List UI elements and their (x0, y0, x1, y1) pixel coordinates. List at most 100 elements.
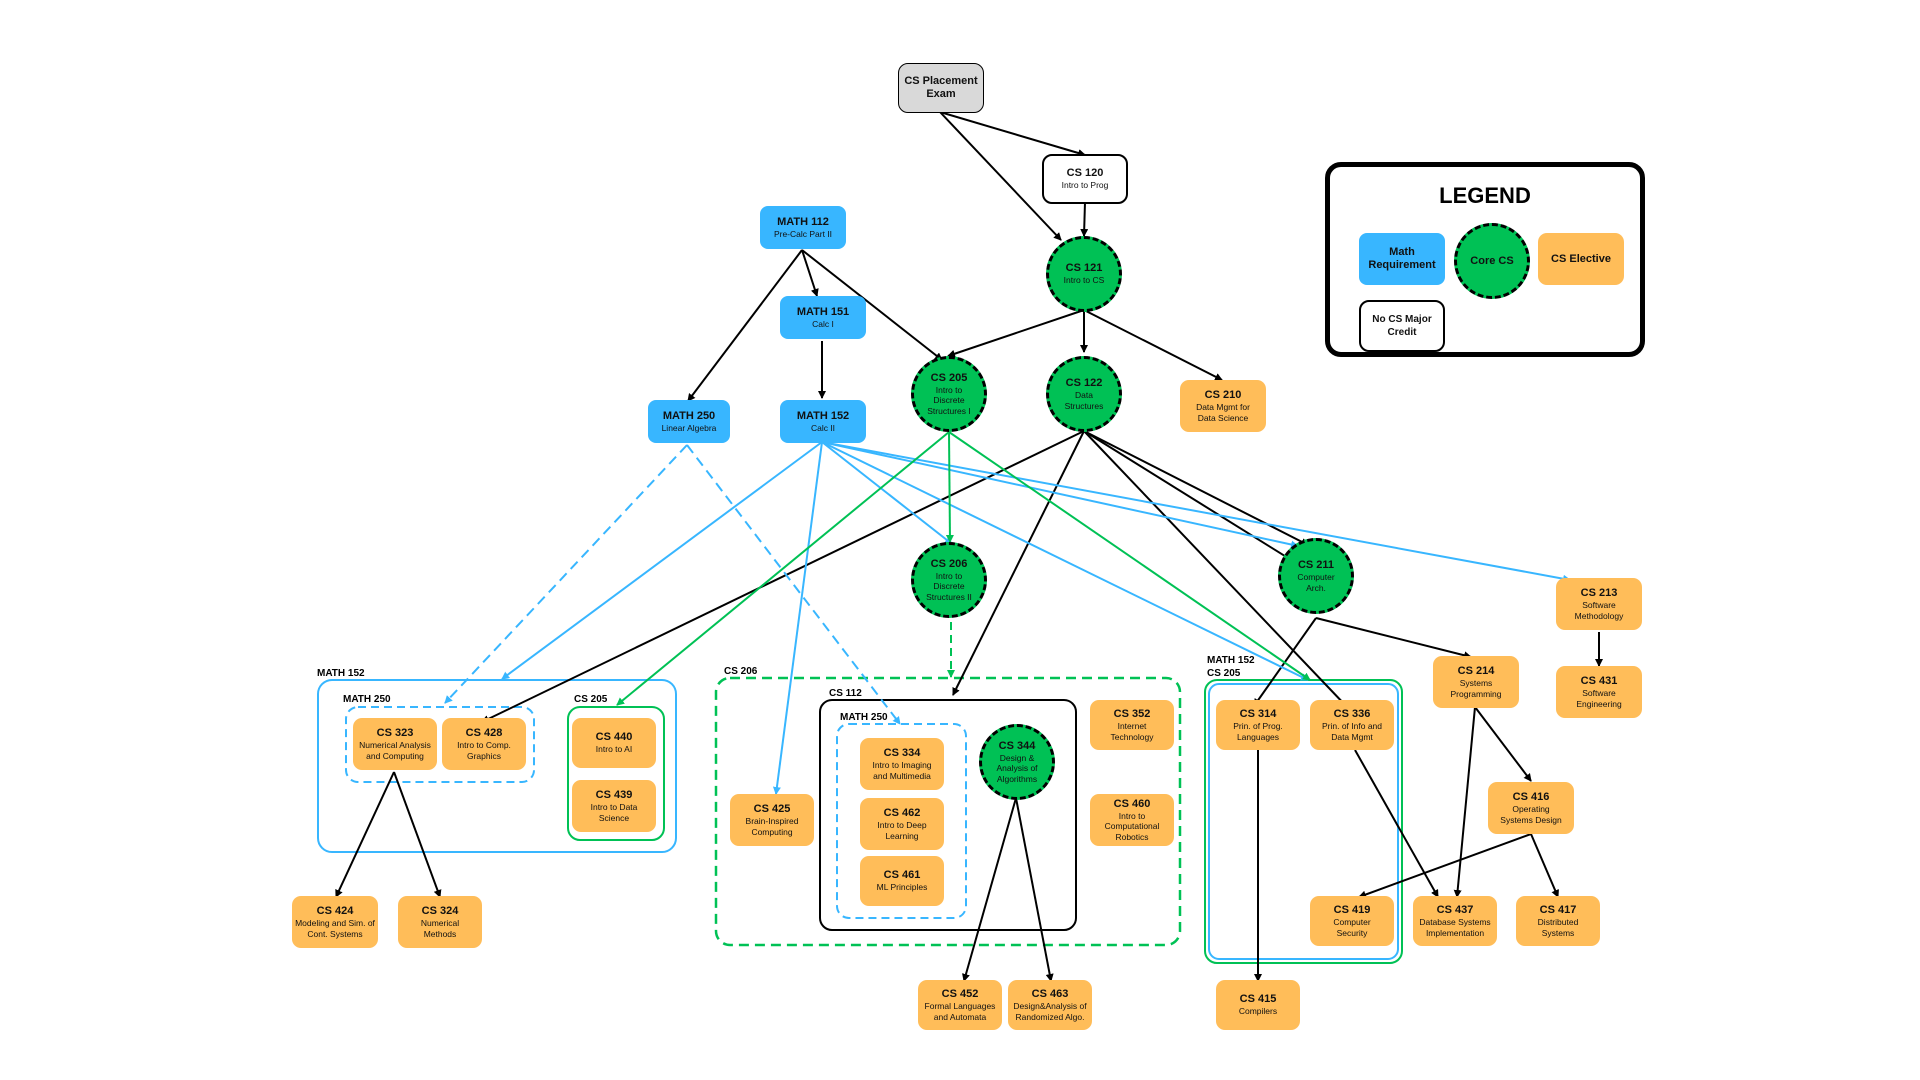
node-cs431[interactable]: CS 431 Software Engineering (1556, 666, 1642, 718)
legend-core-swatch: Core CS (1454, 223, 1530, 299)
node-math152[interactable]: MATH 152 Calc II (780, 400, 866, 443)
group-label-cs206: CS 206 (724, 666, 758, 677)
node-name: Calc II (810, 422, 836, 433)
node-name: ML Principles (876, 882, 928, 893)
node-name: Numerical Methods (420, 918, 460, 939)
node-cs-placement-exam[interactable]: CS Placement Exam (898, 63, 984, 113)
node-cs334[interactable]: CS 334 Intro to Imaging and Multimedia (860, 738, 944, 790)
node-cs462[interactable]: CS 462 Intro to Deep Learning (860, 798, 944, 850)
node-code: CS 324 (421, 905, 459, 917)
group-label-cs205: CS 205 (574, 694, 608, 705)
node-cs206[interactable]: CS 206 Intro to Discrete Structures II (911, 542, 987, 618)
node-name: Brain-Inspired Computing (745, 816, 799, 837)
node-name: Prin. of Prog. Languages (1233, 721, 1283, 742)
node-name: Intro to Imaging and Multimedia (872, 760, 932, 781)
group-box-cs206 (714, 676, 1182, 947)
node-cs439[interactable]: CS 439 Intro to Data Science (572, 780, 656, 832)
node-code: CS 462 (883, 807, 921, 819)
node-code: CS 344 (998, 739, 1036, 752)
node-cs419[interactable]: CS 419 Computer Security (1310, 896, 1394, 946)
node-cs437[interactable]: CS 437 Database Systems Implementation (1413, 896, 1497, 946)
legend-core-label: Core CS (1470, 254, 1514, 267)
node-code: CS 460 (1113, 797, 1151, 810)
node-code: CS 417 (1539, 904, 1577, 916)
node-name: Software Engineering (1576, 688, 1622, 709)
node-cs424[interactable]: CS 424 Modeling and Sim. of Cont. System… (292, 896, 378, 948)
node-math112[interactable]: MATH 112 Pre-Calc Part II (760, 206, 846, 249)
node-code: CS 334 (883, 747, 921, 759)
node-name: Intro to Discrete Structures I (927, 384, 971, 416)
node-cs314[interactable]: CS 314 Prin. of Prog. Languages (1216, 700, 1300, 750)
node-cs205[interactable]: CS 205 Intro to Discrete Structures I (911, 356, 987, 432)
node-name: Numerical Analysis and Computing (359, 740, 431, 761)
node-cs417[interactable]: CS 417 Distributed Systems (1516, 896, 1600, 946)
node-code: CS 314 (1239, 708, 1277, 720)
node-name: Formal Languages and Automata (924, 1001, 996, 1022)
legend-nocredit-swatch: No CS Major Credit (1359, 300, 1445, 352)
node-cs324[interactable]: CS 324 Numerical Methods (398, 896, 482, 948)
node-math151[interactable]: MATH 151 Calc I (780, 296, 866, 339)
legend-math-swatch: Math Requirement (1359, 233, 1445, 285)
group-label-math250: MATH 250 (343, 694, 391, 705)
node-math250[interactable]: MATH 250 Linear Algebra (648, 400, 730, 443)
node-code: CS 352 (1113, 708, 1151, 720)
node-cs214[interactable]: CS 214 Systems Programming (1433, 656, 1519, 708)
node-name: Modeling and Sim. of Cont. Systems (295, 918, 375, 939)
node-name: Design&Analysis of Randomized Algo. (1013, 1001, 1087, 1022)
node-name: Internet Technology (1110, 721, 1154, 742)
legend-math-label: Math Requirement (1368, 246, 1436, 271)
node-code: CS 431 (1580, 675, 1618, 687)
node-name: Prin. of Info and Data Mgmt (1321, 721, 1382, 742)
node-code: CS 120 (1066, 167, 1104, 180)
node-code: MATH 250 (662, 409, 716, 422)
node-name: Database Systems Implementation (1419, 917, 1491, 938)
group-box-cs112 (819, 699, 1077, 931)
node-code: CS 416 (1512, 791, 1550, 803)
node-cs344[interactable]: CS 344 Design & Analysis of Algorithms (979, 724, 1055, 800)
node-cs452[interactable]: CS 452 Formal Languages and Automata (918, 980, 1002, 1030)
node-code: CS 461 (883, 869, 921, 882)
node-cs352[interactable]: CS 352 Internet Technology (1090, 700, 1174, 750)
node-code: CS 440 (595, 731, 633, 744)
node-name: Computer Arch. (1297, 572, 1335, 593)
node-cs440[interactable]: CS 440 Intro to AI (572, 718, 656, 768)
node-cs428[interactable]: CS 428 Intro to Comp. Graphics (442, 718, 526, 770)
node-code: MATH 152 (796, 409, 850, 422)
node-cs460[interactable]: CS 460 Intro to Computational Robotics (1090, 794, 1174, 846)
node-code: CS 211 (1297, 559, 1335, 571)
node-code: MATH 112 (777, 215, 829, 228)
legend-title: LEGEND (1439, 183, 1531, 208)
node-code: CS 463 (1031, 988, 1069, 1000)
node-name: Pre-Calc Part II (773, 228, 833, 239)
node-cs213[interactable]: CS 213 Software Methodology (1556, 578, 1642, 630)
group-label-math152: MATH 152 (317, 668, 365, 679)
node-cs122[interactable]: CS 122 Data Structures (1046, 356, 1122, 432)
node-name: Distributed Systems (1537, 917, 1579, 938)
node-code: CS 323 (376, 727, 414, 739)
node-cs416[interactable]: CS 416 Operating Systems Design (1488, 782, 1574, 834)
node-name: Systems Programming (1450, 678, 1502, 699)
group-label-math152-cs205: MATH 152 CS 205 (1207, 655, 1255, 679)
node-name: Intro to AI (595, 744, 633, 755)
node-name: Compilers (1238, 1006, 1278, 1017)
node-cs425[interactable]: CS 425 Brain-Inspired Computing (730, 794, 814, 846)
node-code: MATH 151 (796, 305, 850, 318)
node-cs211[interactable]: CS 211 Computer Arch. (1278, 538, 1354, 614)
node-code: CS 452 (941, 988, 979, 1000)
node-cs323[interactable]: CS 323 Numerical Analysis and Computing (353, 718, 437, 770)
node-cs461[interactable]: CS 461 ML Principles (860, 856, 944, 906)
node-name: Intro to Comp. Graphics (457, 740, 511, 761)
node-cs336[interactable]: CS 336 Prin. of Info and Data Mgmt (1310, 700, 1394, 750)
node-cs463[interactable]: CS 463 Design&Analysis of Randomized Alg… (1008, 980, 1092, 1030)
node-cs121[interactable]: CS 121 Intro to CS (1046, 236, 1122, 312)
node-code: CS 214 (1457, 665, 1495, 677)
node-cs210[interactable]: CS 210 Data Mgmt for Data Science (1180, 380, 1266, 432)
node-name: Intro to Discrete Structures II (926, 570, 972, 602)
legend-panel: LEGEND Math Requirement Core CS CS Elect… (1325, 162, 1645, 357)
node-code: CS 425 (753, 803, 791, 815)
node-code: CS 437 (1436, 904, 1474, 916)
node-code: CS 439 (595, 789, 633, 801)
node-cs415[interactable]: CS 415 Compilers (1216, 980, 1300, 1030)
node-cs120[interactable]: CS 120 Intro to Prog (1042, 154, 1128, 204)
